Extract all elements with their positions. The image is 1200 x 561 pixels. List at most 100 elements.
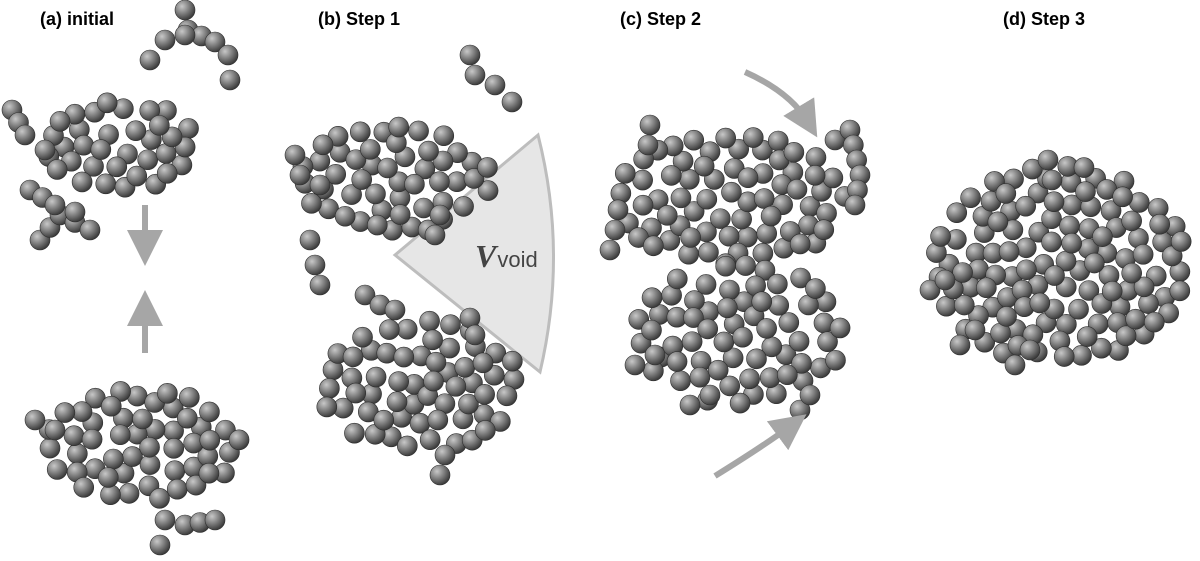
sphere-icon — [49, 111, 71, 132]
sphere-icon — [719, 279, 740, 301]
sphere-icon — [103, 448, 124, 470]
cluster-b — [284, 44, 525, 486]
sphere-icon — [228, 429, 250, 451]
sphere-icon — [721, 181, 742, 203]
sphere-icon — [204, 509, 226, 531]
sphere-icon — [768, 295, 790, 316]
sphere-icon — [844, 194, 866, 216]
sphere-icon — [717, 297, 738, 319]
sphere-icon — [352, 326, 373, 348]
sphere-icon — [81, 428, 103, 450]
sphere-icon — [643, 235, 664, 257]
sphere-icon — [299, 229, 321, 251]
sphere-icon — [154, 509, 176, 531]
sphere-icon — [97, 467, 119, 488]
sphere-icon — [149, 488, 170, 509]
sphere-icon — [63, 425, 85, 446]
sphere-icon — [454, 357, 476, 378]
sphere-icon — [388, 371, 409, 392]
sphere-icon — [388, 116, 410, 138]
void-label-main: V — [475, 238, 499, 274]
sphere-icon — [178, 387, 200, 408]
curved-arrow-icon-bottom — [713, 414, 807, 479]
sphere-icon — [666, 351, 688, 372]
sphere-icon — [149, 115, 170, 136]
sphere-icon — [204, 31, 226, 53]
sphere-icon — [783, 141, 805, 163]
sphere-icon — [219, 69, 241, 91]
sphere-icon — [349, 121, 371, 143]
sphere-icon — [408, 120, 429, 142]
sphere-icon — [735, 255, 756, 276]
sphere-icon — [125, 120, 147, 141]
sphere-icon — [1041, 231, 1062, 253]
sphere-icon — [425, 351, 447, 373]
sphere-icon — [786, 179, 808, 200]
panel-title-d: (d) Step 3 — [1003, 9, 1085, 29]
sphere-icon — [393, 346, 415, 368]
sphere-icon — [731, 208, 752, 230]
sphere-icon — [446, 171, 468, 192]
sphere-icon — [805, 147, 827, 168]
sphere-icon — [39, 437, 61, 459]
curved-arrow-icon-top — [743, 69, 818, 138]
sphere-icon — [1071, 345, 1092, 366]
sphere-icon — [453, 196, 474, 217]
sphere-icon — [1015, 237, 1037, 259]
sphere-icon — [718, 225, 740, 247]
sphere-icon — [44, 419, 66, 441]
sphere-icon — [1015, 195, 1037, 217]
sphere-icon — [822, 167, 844, 189]
sphere-icon — [710, 208, 731, 229]
sphere-icon — [366, 214, 388, 236]
sphere-icon — [73, 477, 95, 498]
sphere-icon — [464, 324, 486, 346]
sphere-icon — [1019, 339, 1041, 361]
sphere-icon — [174, 0, 196, 21]
sphere-icon — [427, 409, 449, 431]
sphere-icon — [109, 424, 131, 446]
sphere-icon — [995, 183, 1017, 204]
sphere-icon — [157, 383, 178, 404]
sphere-icon — [729, 392, 751, 414]
sphere-icon — [754, 260, 776, 281]
sphere-icon — [1061, 232, 1082, 254]
sphere-icon — [396, 318, 418, 340]
sphere-icon — [419, 310, 440, 332]
sphere-icon — [301, 193, 322, 214]
sphere-icon — [429, 204, 451, 226]
sphere-icon — [429, 171, 450, 192]
sphere-icon — [139, 49, 161, 71]
sphere-icon — [389, 204, 411, 225]
sphere-icon — [1029, 292, 1051, 314]
sphere-icon — [73, 134, 94, 156]
sphere-icon — [1004, 354, 1026, 376]
sphere-icon — [737, 167, 759, 189]
sphere-icon — [696, 188, 718, 210]
sphere-icon — [397, 435, 418, 457]
sphere-icon — [759, 367, 781, 389]
sphere-icon — [309, 174, 331, 196]
sphere-icon — [789, 233, 811, 255]
sphere-icon — [502, 350, 523, 372]
sphere-icon — [670, 370, 691, 392]
sphere-icon — [742, 127, 764, 148]
sphere-icon — [960, 187, 981, 209]
sphere-icon — [1125, 308, 1146, 330]
panel-title-c: (c) Step 2 — [620, 9, 701, 29]
sphere-icon — [672, 150, 694, 172]
sphere-icon — [484, 74, 506, 96]
sphere-icon — [377, 157, 398, 179]
sphere-icon — [289, 164, 311, 186]
sphere-icon — [1078, 280, 1100, 301]
sphere-icon — [715, 255, 736, 277]
sphere-icon — [1016, 259, 1037, 281]
sphere-icon — [496, 385, 518, 407]
sphere-icon — [998, 241, 1020, 262]
sphere-icon — [953, 294, 975, 316]
sphere-icon — [599, 239, 621, 261]
sphere-icon — [464, 64, 486, 86]
sphere-icon — [166, 478, 188, 500]
sphere-icon — [679, 394, 701, 416]
sphere-icon — [110, 381, 131, 402]
